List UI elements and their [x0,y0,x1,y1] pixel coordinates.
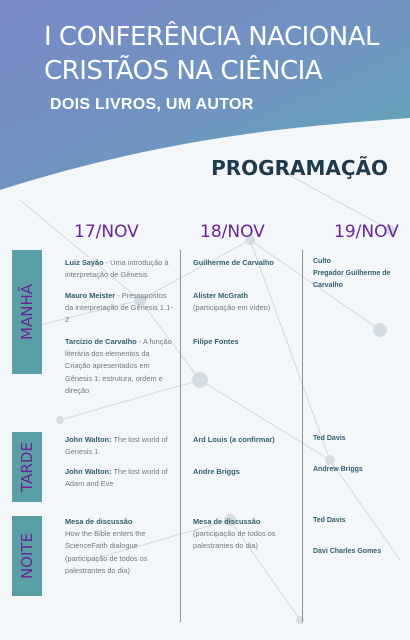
period-tab-manha: MANHÃ [12,250,42,374]
session-entry: Ard Louis (a confirmar) [193,435,275,444]
period-tab-noite: NOITE [12,516,42,596]
day-header-17: 17/NOV [74,222,139,242]
period-label: TARDE [18,442,36,492]
session-entry: Davi Charles Gomes [313,548,382,555]
day-header-18: 18/NOV [200,222,265,242]
column-divider-2 [302,250,303,622]
session-entry: John Walton: The lost world of Adam and … [65,467,168,489]
session-entry: John Walton: The lost world of Genesis 1 [65,435,168,457]
program-title: PROGRAMAÇÃO [211,156,388,180]
session-entry: Filipe Fontes [193,337,239,346]
network-nodes [56,225,395,624]
period-label: NOITE [18,532,36,580]
column-divider-1 [180,250,181,622]
header-band [0,0,410,190]
session-entry: Ted Davis [313,435,346,442]
session-entry: Mesa de discussão(participação de todos … [193,517,276,551]
session-entry: Mauro Meister - Pressupostos da interpre… [65,291,173,325]
conference-title-line1: I CONFERÊNCIA NACIONAL [44,22,380,52]
session-entry: Alister McGrath(participação em vídeo) [193,291,271,313]
session-entry: Andrew Briggs [313,466,363,473]
session-entry: Tarcízio de Carvalho - A função literári… [65,337,172,395]
conference-title-line2: CRISTÃOS NA CIÊNCIA [44,56,323,86]
day-header-19: 19/NOV [334,222,399,242]
period-tab-tarde: TARDE [12,432,42,502]
session-entry: Luiz Sayão - Uma introdução à interpreta… [65,258,169,280]
period-label: MANHÃ [18,284,36,340]
session-entry: Ted Davis [313,517,346,524]
session-entry: Andre Briggs [193,467,240,476]
session-entry: Guilherme de Carvalho [193,258,274,267]
conference-subtitle: DOIS LIVROS, UM AUTOR [50,96,254,113]
session-entry: Culto Pregador Guilherme de Carvalho [313,258,391,290]
